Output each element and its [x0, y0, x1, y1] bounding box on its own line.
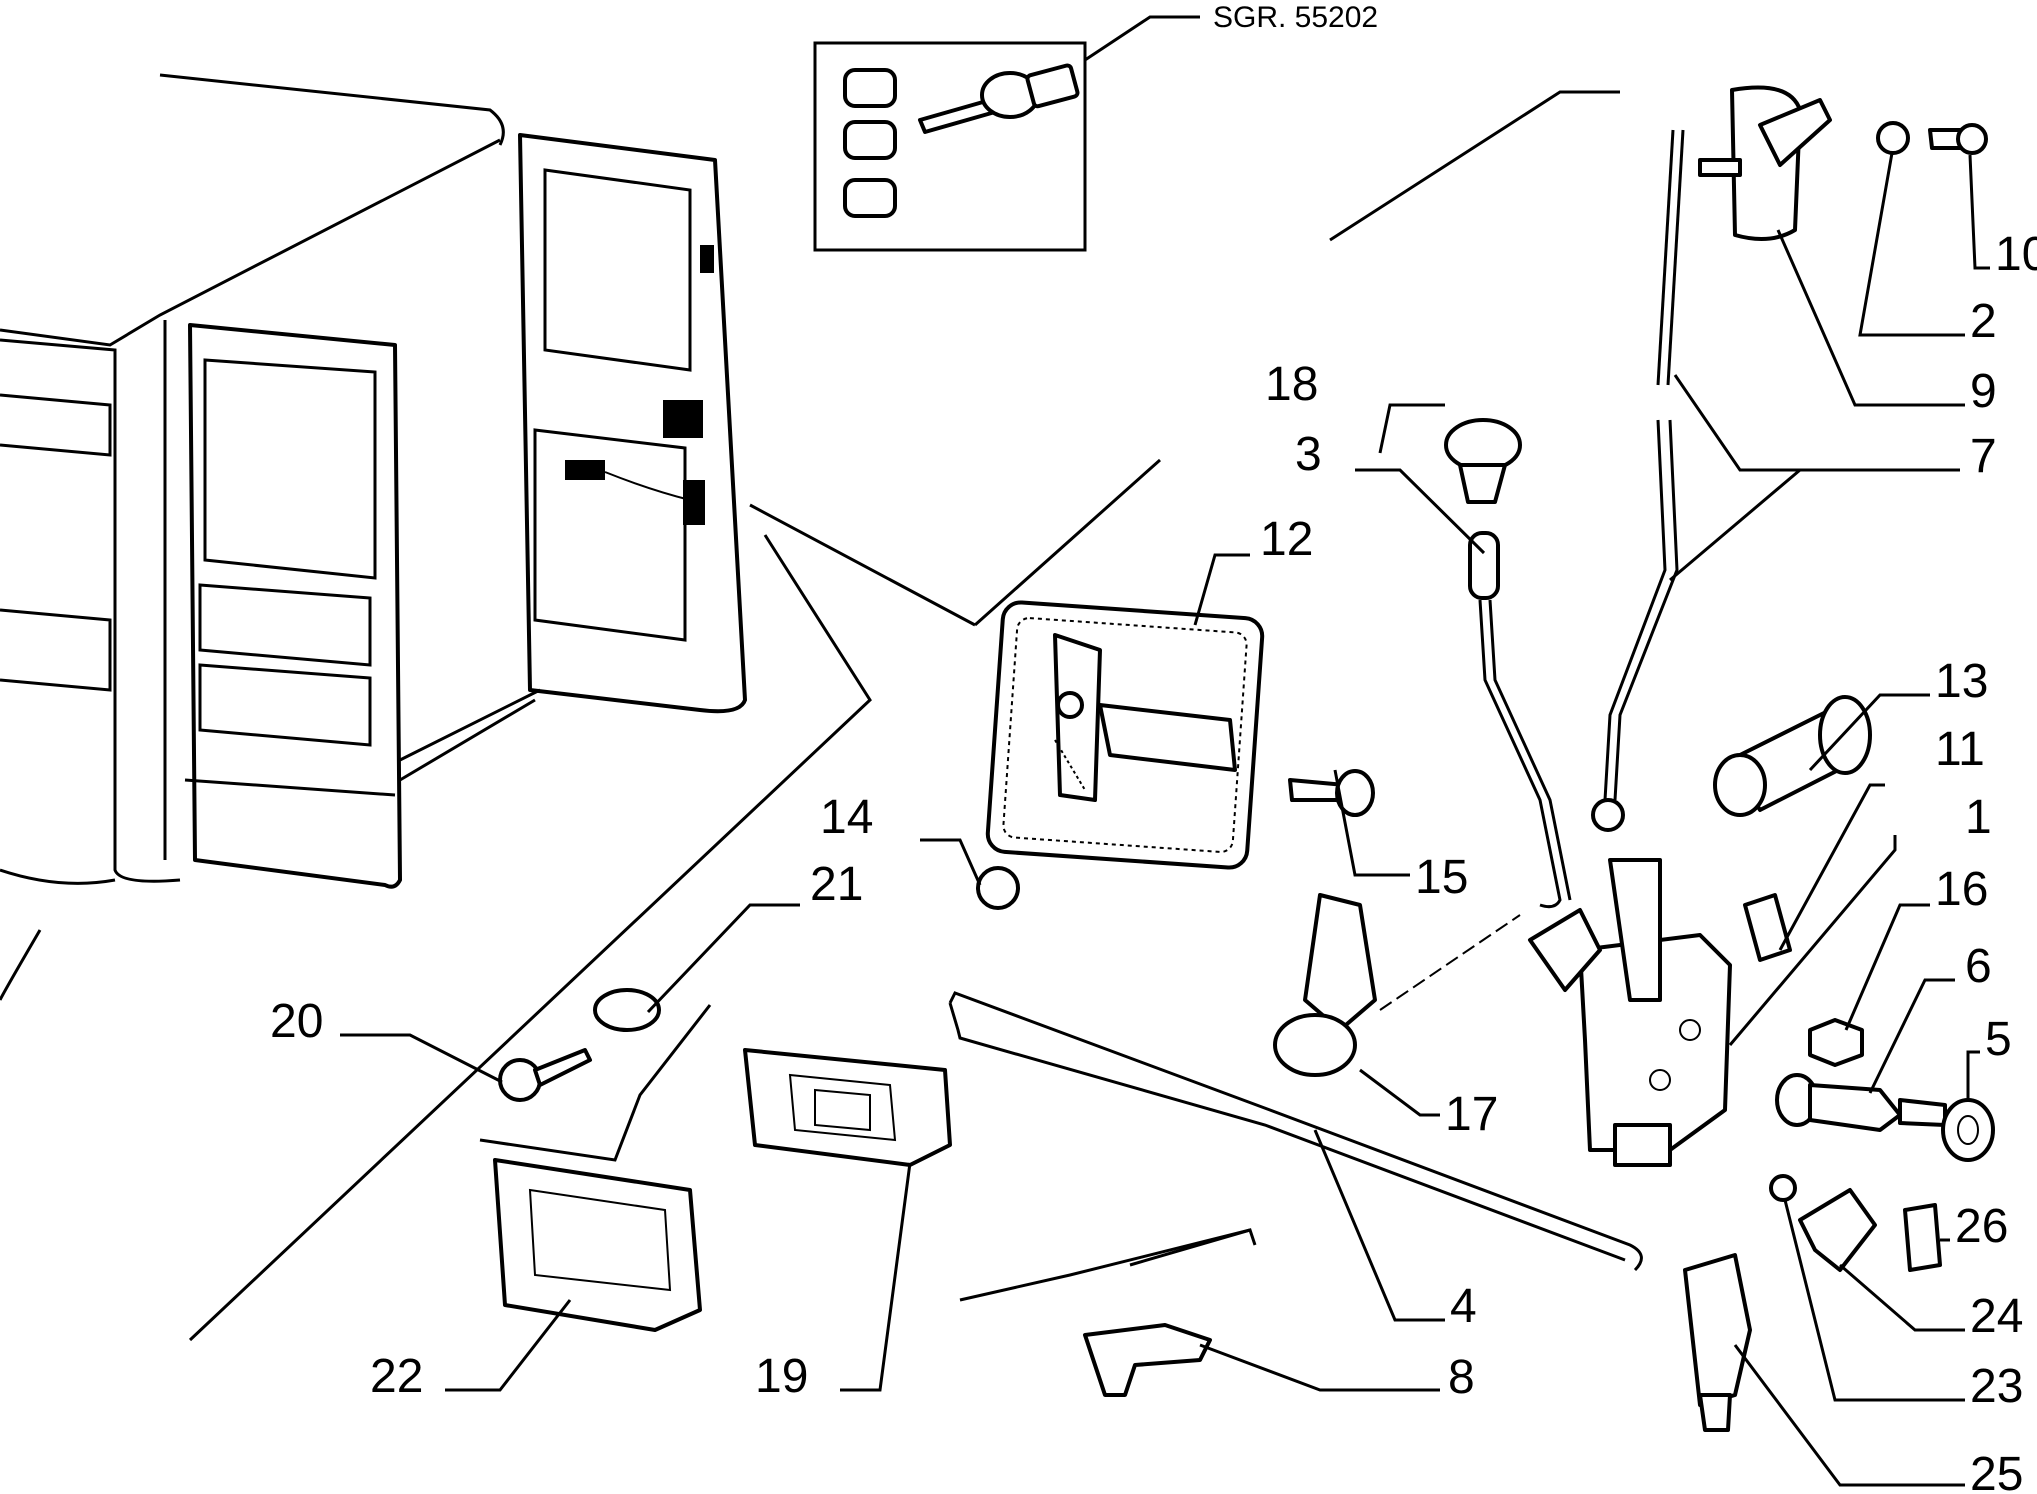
washer-2	[1876, 121, 1910, 155]
nut-14	[976, 866, 1020, 910]
callout-15: 15	[1415, 851, 1468, 904]
outer-handle-19	[743, 1048, 952, 1167]
bracket-8	[1083, 1323, 1212, 1397]
lock-mechanism-1	[1528, 858, 1732, 1167]
reference-code: SGR. 55202	[1213, 1, 1378, 34]
callout-5: 5	[1985, 1013, 2012, 1066]
callout-14: 14	[820, 791, 873, 844]
callout-17: 17	[1445, 1088, 1498, 1141]
grommet-18	[1444, 418, 1522, 504]
key-icon	[918, 63, 1080, 134]
callout-19: 19	[755, 1350, 808, 1403]
callout-21: 21	[810, 858, 863, 911]
callout-26: 26	[1955, 1200, 2008, 1253]
bracket-17	[1273, 893, 1377, 1077]
callout-4: 4	[1450, 1280, 1477, 1333]
callout-1: 1	[1965, 791, 1992, 844]
clip-21	[593, 988, 661, 1032]
plate-26	[1903, 1203, 1942, 1272]
tray-22	[493, 1158, 702, 1332]
key-set-box: SGR. 55202	[813, 1, 1378, 252]
lock-cylinder-icon	[843, 68, 897, 218]
callout-25: 25	[1970, 1448, 2023, 1494]
rod-4	[948, 991, 1643, 1272]
callout-23: 23	[1970, 1360, 2023, 1413]
callout-12: 12	[1260, 513, 1313, 566]
callout-3: 3	[1295, 428, 1322, 481]
actuator-25	[1683, 1253, 1752, 1432]
callout-10: 10	[1995, 228, 2037, 281]
connector-lines	[188, 90, 1620, 1342]
callout-7: 7	[1970, 430, 1997, 483]
screw-23	[1769, 1174, 1797, 1202]
inner-handle-assembly	[985, 600, 1265, 870]
nut-16	[1808, 1018, 1864, 1067]
lock-barrel-13	[1713, 695, 1872, 817]
callout-2: 2	[1970, 295, 1997, 348]
latch-9	[1698, 85, 1832, 241]
callout-labels: 18 3 12 14 21 15 20 17 4 22 19 8 10 2 9 …	[270, 228, 2037, 1494]
callout-16: 16	[1935, 863, 1988, 916]
callout-22: 22	[370, 1350, 423, 1403]
rod-7	[1591, 129, 1685, 832]
clip-11	[1743, 893, 1792, 962]
callout-18: 18	[1265, 358, 1318, 411]
callout-11: 11	[1935, 723, 1985, 776]
screw-15	[1288, 769, 1375, 817]
screw-20	[498, 1048, 592, 1102]
bolt-10	[1928, 123, 1988, 155]
van-rear-illustration	[0, 73, 747, 1001]
striker-bolt-6	[1775, 1073, 1947, 1132]
rod-3	[1468, 531, 1572, 909]
callout-20: 20	[270, 995, 323, 1048]
callout-leaders	[340, 152, 1990, 1487]
callout-24: 24	[1970, 1290, 2023, 1343]
callout-8: 8	[1448, 1351, 1475, 1404]
callout-6: 6	[1965, 940, 1992, 993]
callout-9: 9	[1970, 365, 1997, 418]
washer-5	[1941, 1098, 1995, 1162]
callout-13: 13	[1935, 655, 1988, 708]
bracket-24	[1798, 1188, 1877, 1272]
